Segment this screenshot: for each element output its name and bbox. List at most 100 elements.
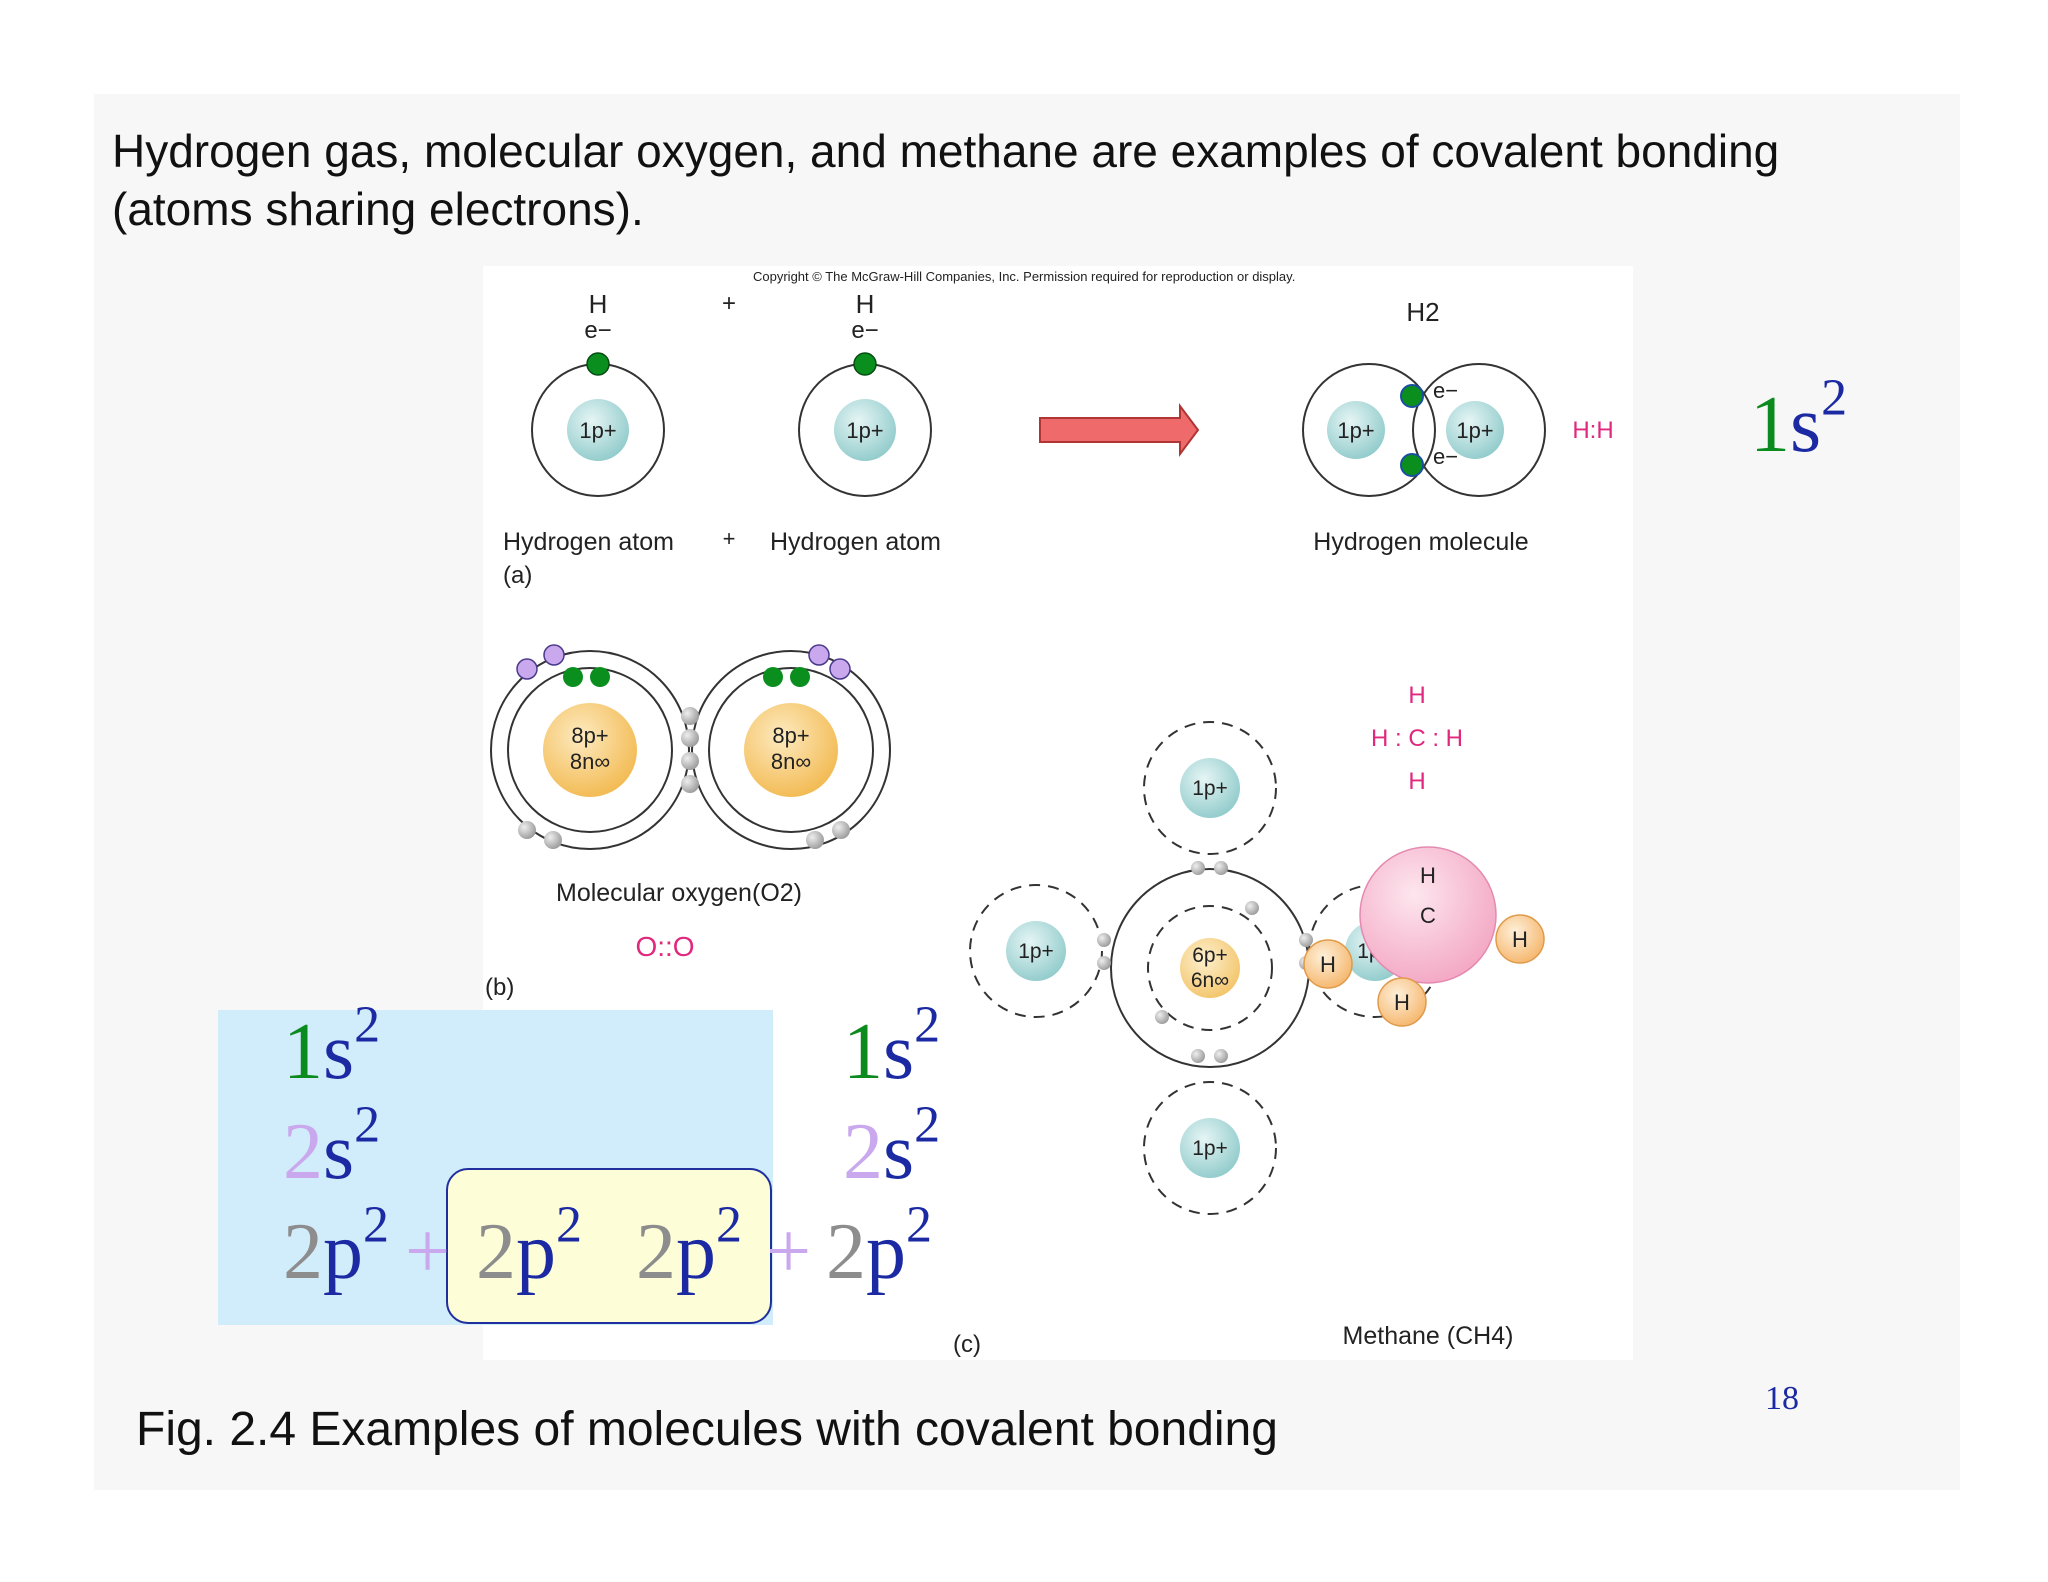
shared-electron <box>1097 956 1111 970</box>
shell-electron <box>1155 1010 1169 1024</box>
hydrogen-molecule-label: Hydrogen molecule <box>1313 528 1528 556</box>
model-h-label: H <box>1512 927 1528 952</box>
left-orbital-2s: 2s2 <box>283 1099 380 1192</box>
orbital-e: 2 <box>716 1196 742 1254</box>
orbital-e: 2 <box>354 996 381 1054</box>
orbital-e: 2 <box>363 1196 389 1254</box>
figure-caption: Fig. 2.4 Examples of molecules with cova… <box>136 1403 1278 1456</box>
orbital-e: 2 <box>914 1096 941 1154</box>
h2-lewis-structure: H:H <box>1572 417 1613 444</box>
methane-orbital-diagram: 6p+ 6n∞ 1p+ 1p+ 1p+ 1p+ <box>969 721 1442 1215</box>
shared-electron <box>1191 1049 1205 1063</box>
orbital-l: p <box>516 1208 556 1296</box>
electron-dot <box>586 352 610 376</box>
model-c-label: C <box>1420 903 1436 928</box>
right-orbital-1s: 1s2 <box>843 999 940 1092</box>
orbital-n: 2 <box>826 1208 866 1296</box>
heading-line-2: (atoms sharing electrons). <box>112 183 644 235</box>
orbital-l: p <box>866 1208 906 1296</box>
heading-line-1: Hydrogen gas, molecular oxygen, and meth… <box>112 125 1780 177</box>
shell-electron <box>1245 901 1259 915</box>
methane-lewis-top: H <box>1408 682 1425 709</box>
orbital-n: 1 <box>843 1008 883 1096</box>
orbital-e: 2 <box>906 1196 932 1254</box>
figure-illustration: Copyright © The McGraw-Hill Companies, I… <box>485 269 1614 1358</box>
shell-electron <box>544 831 562 849</box>
valence-electron <box>590 667 610 687</box>
oxygen-proton-label: 8p+ <box>571 723 608 748</box>
valence-electron <box>563 667 583 687</box>
orbital-l: s <box>323 1108 355 1196</box>
valence-electron <box>829 658 851 680</box>
electron-label-left: e− <box>584 317 611 344</box>
shared-electron-bottom <box>1400 453 1424 477</box>
orbital-e: 2 <box>556 1196 582 1254</box>
shared-electron <box>1214 1049 1228 1063</box>
shared-electron <box>681 775 699 793</box>
orbital-n: 1 <box>283 1008 323 1096</box>
right-orbital-2p: 2p2 <box>826 1199 932 1292</box>
orbital-n: 1 <box>1750 381 1790 469</box>
model-h-label: H <box>1320 952 1336 977</box>
orbital-e: 2 <box>354 1096 381 1154</box>
plus-sign-left: + <box>405 1208 451 1296</box>
oxygen-molecule: 8p+ 8n∞ 8p+ 8n∞ <box>490 644 891 850</box>
orbital-n: 2 <box>283 1108 323 1196</box>
carbon-neutron-label: 6n∞ <box>1191 969 1229 992</box>
valence-electron <box>516 658 538 680</box>
orbital-l: s <box>883 1108 915 1196</box>
proton-label: 1p+ <box>846 418 883 443</box>
hydrogen-atom-left: 1p+ <box>531 352 665 497</box>
oxygen-neutron-label: 8n∞ <box>771 749 811 774</box>
orbital-l: p <box>676 1208 716 1296</box>
orbital-l: s <box>323 1008 355 1096</box>
shell-electron <box>832 821 850 839</box>
methane-label: Methane (CH4) <box>1343 1322 1514 1350</box>
copyright-notice: Copyright © The McGraw-Hill Companies, I… <box>753 269 1295 284</box>
model-h-label: H <box>1420 863 1436 888</box>
plus-sign-right: + <box>766 1208 812 1296</box>
electron-label-right: e− <box>851 317 878 344</box>
left-orbital-2p: 2p2 <box>283 1199 389 1292</box>
methane-lewis-bottom: H <box>1408 768 1425 795</box>
left-orbital-1s: 1s2 <box>283 999 380 1092</box>
shared-2p-highlight <box>446 1168 772 1324</box>
hydrogen-atom-label-left: Hydrogen atom <box>503 528 674 556</box>
panel-b-letter: (b) <box>485 974 514 1001</box>
hydrogen-orbital-notation: 1s2 <box>1750 372 1847 465</box>
slide-heading: Hydrogen gas, molecular oxygen, and meth… <box>112 122 1892 238</box>
middle-orbital-2p-b: 2p2 <box>636 1199 742 1292</box>
h-proton-label: 1p+ <box>1192 777 1228 800</box>
panel-a-letter: (a) <box>503 562 532 589</box>
shared-electron <box>1214 861 1228 875</box>
carbon-proton-label: 6p+ <box>1192 944 1228 967</box>
orbital-l: s <box>883 1008 915 1096</box>
hydrogen-molecule: 1p+ 1p+ e− e− <box>1302 363 1546 497</box>
model-h-label: H <box>1394 990 1410 1015</box>
valence-electron <box>763 667 783 687</box>
shared-electron <box>1299 933 1313 947</box>
proton-label: 1p+ <box>1456 418 1493 443</box>
valence-electron <box>808 644 830 666</box>
electron-label: e− <box>1433 444 1458 469</box>
middle-orbital-2p-a: 2p2 <box>476 1199 582 1292</box>
oxygen-formula: (O2) <box>752 879 802 907</box>
oxygen-proton-label: 8p+ <box>772 723 809 748</box>
orbital-n: 2 <box>476 1208 516 1296</box>
hydrogen-atom-label-right: Hydrogen atom <box>770 528 941 556</box>
orbital-n: 2 <box>843 1108 883 1196</box>
orbital-n: 2 <box>636 1208 676 1296</box>
orbital-e: 2 <box>1821 369 1848 427</box>
electron-dot <box>853 352 877 376</box>
shared-electron <box>681 707 699 725</box>
proton-label: 1p+ <box>579 418 616 443</box>
h2-symbol: H2 <box>1406 297 1439 327</box>
shell-electron <box>806 831 824 849</box>
page-number: 18 <box>1765 1380 1799 1417</box>
plus-sign-top: + <box>722 290 736 317</box>
panel-c-letter: (c) <box>953 1331 981 1358</box>
shared-electron <box>681 729 699 747</box>
reaction-arrow <box>1039 403 1200 457</box>
valence-electron <box>543 644 565 666</box>
orbital-l: p <box>323 1208 363 1296</box>
